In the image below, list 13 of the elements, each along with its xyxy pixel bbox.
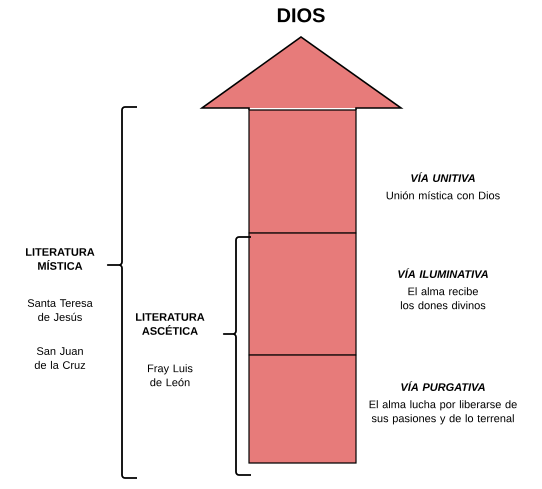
stage-heading: VÍA UNITIVA bbox=[411, 172, 475, 182]
stage-heading: VÍA PURGATIVA bbox=[401, 381, 485, 391]
stage-heading: VÍA ILUMINATIVA bbox=[398, 268, 488, 278]
arrow-segment bbox=[248, 354, 357, 464]
stage-description: Unión mística con Dios bbox=[386, 191, 500, 200]
stage-description: El alma recibe los dones divinos bbox=[400, 287, 486, 310]
author-name: Fray Luis de León bbox=[148, 364, 192, 386]
author-name: Santa Teresa de Jesús bbox=[28, 299, 93, 321]
author-name: San Juan de la Cruz bbox=[34, 347, 86, 369]
arrow-segment bbox=[248, 232, 357, 356]
group-heading: LITERATURA ASCÉTICA bbox=[136, 313, 204, 335]
group-heading: LITERATURA MÍSTICA bbox=[26, 248, 94, 270]
stage-description: El alma lucha por liberarse de sus pasiones y de lo terrenal bbox=[370, 400, 517, 424]
